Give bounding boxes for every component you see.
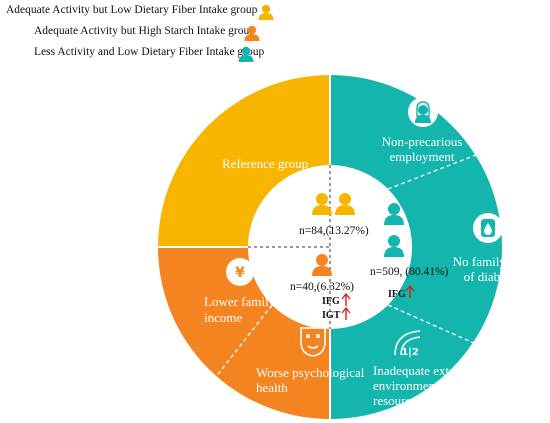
yellow-stat: n=84,(13.27%) — [299, 225, 369, 237]
label-employment-1: Non-precarious — [382, 134, 463, 149]
segment-teal — [330, 75, 502, 419]
mask-icon — [300, 327, 326, 357]
center-circle — [248, 165, 412, 329]
up-arrow-icon — [341, 292, 351, 306]
legend-label-orange: Adequate Activity but High Starch Intake… — [34, 25, 256, 37]
label-family-history-2: of diabetes — [464, 269, 521, 284]
legend-icon-orange — [244, 25, 260, 41]
teal-ifg-label: IFG — [388, 289, 406, 300]
up-arrow-icon — [405, 284, 415, 298]
yen-icon: ¥ — [226, 258, 254, 286]
legend-item-orange: Adequate Activity but High Starch Intake… — [34, 25, 255, 37]
label-family-history-1: No family history — [453, 254, 546, 269]
legend-icon-yellow — [258, 4, 274, 20]
label-income-2: income — [204, 310, 242, 325]
fraction-text: 1|2 — [401, 347, 419, 358]
label-external-1: Inadequate external — [373, 363, 476, 378]
legend-icon-teal — [238, 46, 254, 62]
label-external-2: environmental — [373, 378, 448, 393]
legend-item-teal: Less Activity and Low Dietary Fiber Inta… — [34, 46, 264, 58]
label-psych-2: health — [256, 380, 288, 395]
teal-stat: n=509, (80.41%) — [370, 266, 449, 278]
label-external-3: resources — [373, 393, 422, 408]
orange-stat: n=40,(6.32%) — [290, 281, 354, 293]
svg-text:¥: ¥ — [235, 265, 245, 281]
legend-item-yellow: Adequate Activity but Low Dietary Fiber … — [6, 4, 257, 16]
label-reference-group: Reference group — [222, 156, 308, 171]
network-icon: 1|2 — [394, 330, 421, 358]
up-arrow-icon — [341, 306, 351, 320]
legend-label-yellow: Adequate Activity but Low Dietary Fiber … — [6, 4, 258, 16]
orange-ifg-label: IFG — [322, 296, 340, 307]
orange-igt-label: IGT — [322, 310, 341, 321]
legend-label-teal: Less Activity and Low Dietary Fiber Inta… — [34, 46, 265, 58]
label-psych-1: Worse psychological — [256, 365, 365, 380]
label-employment-2: employment — [390, 149, 455, 164]
woman-icon — [408, 97, 438, 127]
drop-icon — [473, 213, 503, 243]
label-income-1: Lower family — [204, 294, 276, 309]
